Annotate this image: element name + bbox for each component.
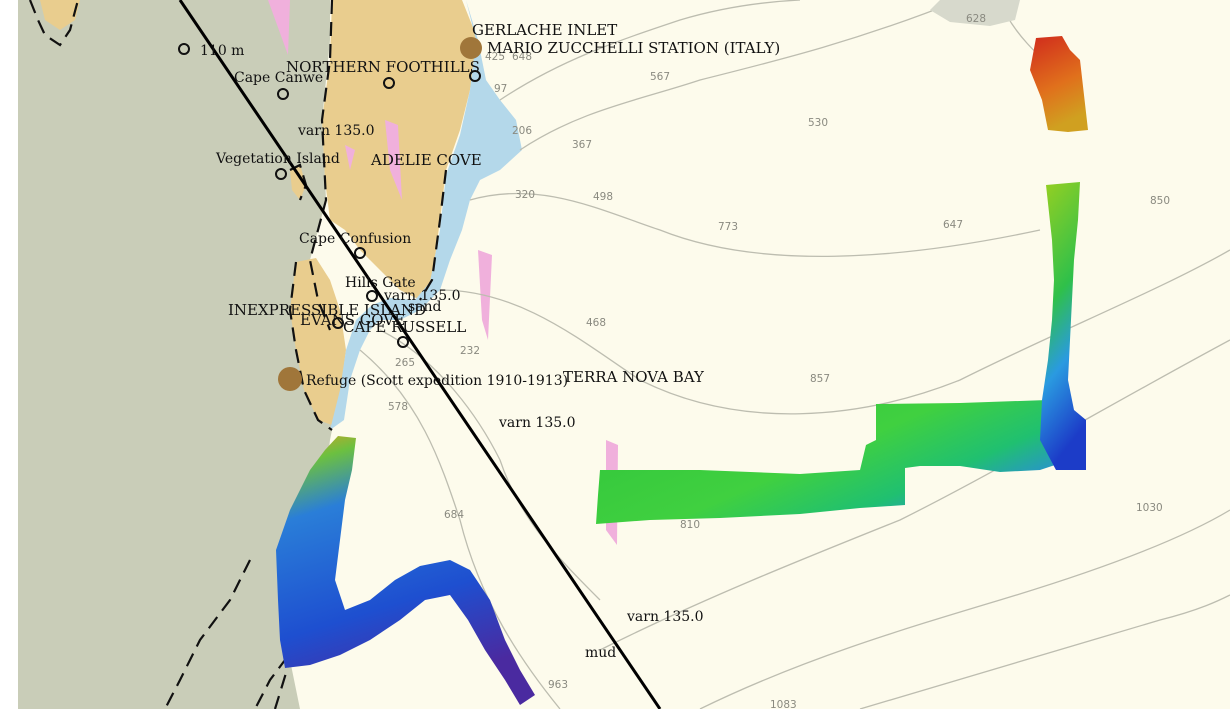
- sounding: 773: [718, 221, 738, 233]
- ice-patch-top: [930, 0, 1020, 26]
- sounding: 468: [586, 317, 606, 329]
- label-mario-zucchelli-station: MARIO ZUCCHELLI STATION (ITALY): [487, 39, 780, 57]
- glacier-island: [290, 258, 346, 425]
- chart-annotations: varn 135.0 varn 135.0 varn 135.0 varn 13…: [297, 123, 704, 661]
- label-northern-foothills: NORTHERN FOOTHILLS: [286, 58, 480, 76]
- sounding: 647: [943, 219, 963, 231]
- bathymetry-swath-north: [1040, 182, 1086, 470]
- shallow-water: [330, 0, 522, 430]
- station-marker[interactable]: [460, 37, 482, 59]
- bathymetry-swath-coastal: [276, 436, 535, 705]
- label-hills-gate: Hills Gate: [345, 275, 416, 291]
- sounding: 1030: [1136, 502, 1163, 514]
- sounding: 857: [810, 373, 830, 385]
- annotation-variation: varn 135.0: [498, 415, 576, 431]
- route-line: [178, 0, 662, 709]
- label-cape-confusion: Cape Confusion: [299, 231, 411, 247]
- label-cape-russell: CAPE RUSSELL: [343, 318, 466, 336]
- annotation-variation: varn 135.0: [297, 123, 375, 139]
- label-vegetation-island: Vegetation Island: [215, 151, 340, 167]
- annotation-variation: varn 135.0: [383, 288, 461, 304]
- pink-marks: [268, 0, 618, 545]
- bathymetry-swath-central: [596, 400, 1070, 524]
- annotation-variation: varn 135.0: [626, 609, 704, 625]
- sounding: 498: [593, 191, 613, 203]
- sounding: 963: [548, 679, 568, 691]
- sounding: 628: [966, 13, 986, 25]
- sounding: 265: [395, 357, 415, 369]
- point-markers[interactable]: [178, 43, 481, 348]
- land-area: [18, 0, 340, 709]
- sounding: 850: [1150, 195, 1170, 207]
- sounding: 320: [515, 189, 535, 201]
- depth-soundings: 425 648 567 97 206 367 320 498 530 773 6…: [388, 13, 1170, 709]
- label-elevation: 110 m: [200, 43, 244, 59]
- bathymetry-swath-top: [1030, 36, 1088, 132]
- label-evans-cove: EVANS COVE: [300, 311, 405, 329]
- sounding: 425: [485, 51, 505, 63]
- sounding: 206: [512, 125, 532, 137]
- label-terra-nova-bay: TERRA NOVA BAY: [563, 368, 705, 386]
- sounding: 97: [494, 83, 507, 95]
- place-labels: GERLACHE INLET MARIO ZUCCHELLI STATION (…: [200, 21, 780, 389]
- frame-left: [0, 0, 18, 709]
- label-adelie-cove: ADELIE COVE: [370, 151, 482, 169]
- sounding: 367: [572, 139, 592, 151]
- glacier-cape: [290, 165, 306, 200]
- depth-contours: [359, 0, 1230, 709]
- annotation-sand: sand: [408, 299, 442, 315]
- sounding: 684: [444, 509, 464, 521]
- label-inexpressible-island: INEXPRESSIBLE ISLAND: [228, 301, 426, 319]
- annotation-mud: mud: [585, 645, 616, 661]
- refuge-marker[interactable]: [278, 367, 302, 391]
- label-gerlache-inlet: GERLACHE INLET: [472, 21, 617, 39]
- label-cape-canwe: Cape Canwe: [234, 70, 323, 86]
- sounding: 810: [680, 519, 700, 531]
- sounding: 1083: [770, 699, 797, 709]
- sounding: 567: [650, 71, 670, 83]
- sounding: 578: [388, 401, 408, 413]
- sounding: 648: [512, 51, 532, 63]
- glacier-north: [40, 0, 80, 30]
- sounding: 530: [808, 117, 828, 129]
- label-refuge: Refuge (Scott expedition 1910-1913): [306, 373, 568, 389]
- sounding: 232: [460, 345, 480, 357]
